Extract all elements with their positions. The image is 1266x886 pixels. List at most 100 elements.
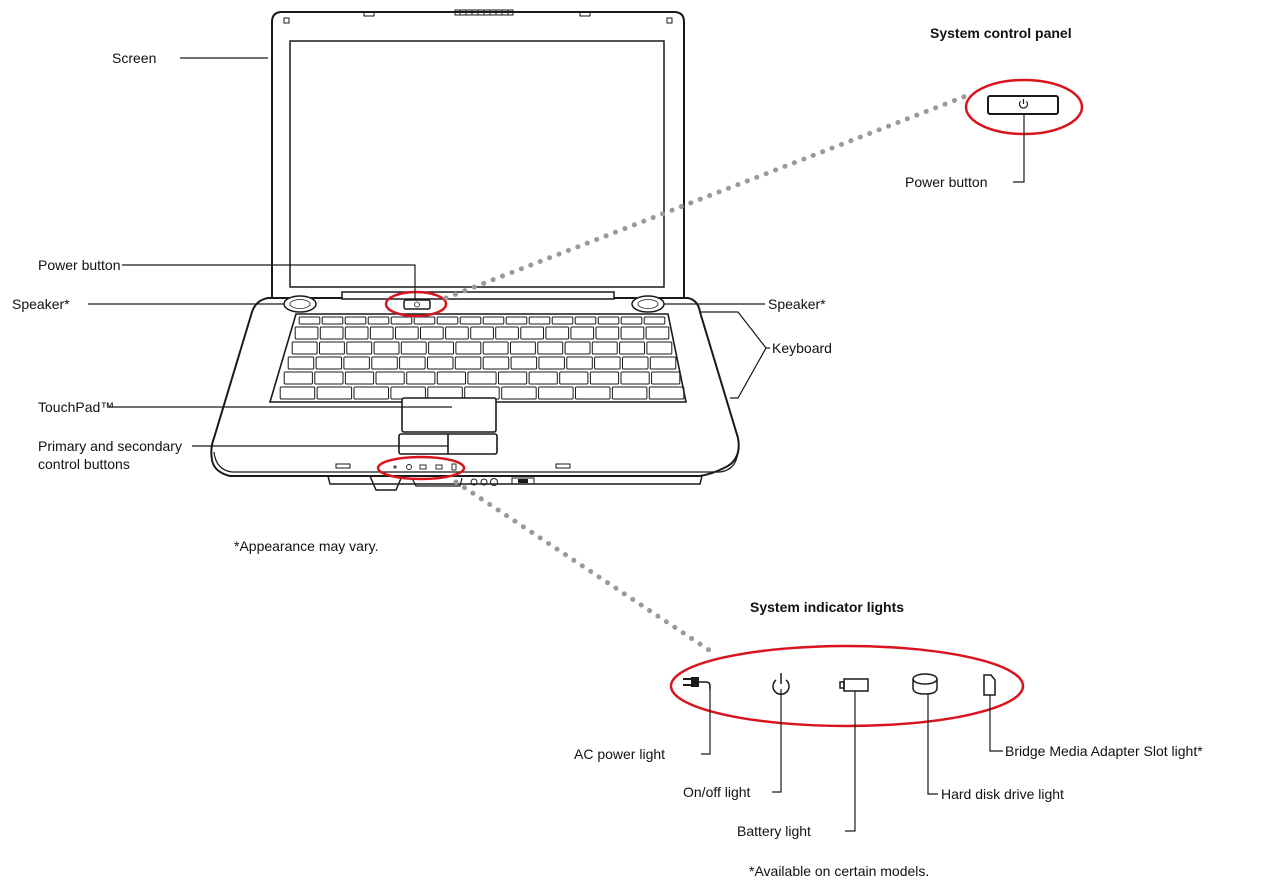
keyboard-key [528, 371, 558, 385]
keyboard-key [400, 341, 427, 355]
keyboard-key [420, 326, 444, 340]
keyboard-key [467, 371, 497, 385]
keyboard-key [643, 316, 666, 325]
hard-disk-light-label: Hard disk drive light [941, 786, 1064, 802]
speaker-right-label: Speaker* [768, 296, 826, 312]
keyboard-key [283, 371, 313, 385]
dotted-leaders [443, 93, 969, 655]
keyboard-key [611, 386, 648, 400]
keyboard-key [291, 341, 318, 355]
power-button-label: Power button [38, 257, 121, 273]
laptop-lid [271, 9, 685, 301]
keyboard-key [620, 316, 643, 325]
front-lights-highlight [376, 455, 466, 481]
keyboard-key [315, 356, 343, 370]
keyboard-key [649, 356, 677, 370]
highlight-ellipses [376, 78, 1084, 728]
keyboard-key [575, 386, 611, 400]
appearance-note: *Appearance may vary. [234, 538, 379, 554]
keyboard-key [574, 316, 597, 325]
screen-label: Screen [112, 50, 157, 66]
keyboard-key [413, 316, 436, 325]
power-button-highlight [384, 290, 448, 318]
keyboard-key [373, 341, 400, 355]
keyboard-key [498, 371, 528, 385]
keyboard-key [455, 341, 482, 355]
keyboard-key [564, 341, 591, 355]
keyboard-key [510, 341, 536, 355]
keyboard-key [470, 326, 494, 340]
keyboard-key [367, 316, 390, 325]
laptop-base [210, 291, 740, 491]
front-indicators [393, 463, 457, 471]
control-buttons-label-line1: Primary and secondary [38, 438, 182, 454]
keyboard-key [314, 371, 344, 385]
keyboard-key [406, 371, 436, 385]
on-off-light-label: On/off light [683, 784, 751, 800]
keyboard-key [343, 356, 370, 370]
keyboard-key [566, 356, 593, 370]
keyboard-key [559, 371, 589, 385]
keyboard-key [298, 316, 321, 325]
keyboard-key [445, 326, 469, 340]
control-buttons-label-line2: control buttons [38, 456, 130, 472]
keyboard-key [427, 356, 454, 370]
keyboard-key [321, 316, 344, 325]
keyboard-key [597, 316, 620, 325]
keyboard-key [538, 386, 574, 400]
keyboard-key [501, 386, 537, 400]
speaker-left-label: Speaker* [12, 296, 70, 312]
keyboard-key [520, 326, 544, 340]
keyboard-key [651, 371, 681, 385]
keyboard-key [454, 356, 482, 370]
keyboard-key [622, 356, 649, 370]
keyboard-key [371, 356, 398, 370]
available-note: *Available on certain models. [749, 863, 930, 879]
keyboard-key [648, 386, 685, 400]
keyboard-key [344, 316, 367, 325]
control-panel-title: System control panel [930, 25, 1072, 41]
keyboard-key [369, 326, 394, 340]
keyboard-key [395, 326, 419, 340]
keyboard-key [436, 316, 459, 325]
keyboard-key [375, 371, 405, 385]
keyboard-key [505, 316, 528, 325]
keyboard-key [399, 356, 426, 370]
leader-lines [88, 57, 1003, 832]
control-panel-power-label: Power button [905, 174, 988, 190]
control-panel-closeup [987, 95, 1059, 183]
keyboard-key [482, 316, 505, 325]
keyboard-key [287, 356, 315, 370]
keyboard-key [482, 341, 509, 355]
keyboard-key [428, 341, 455, 355]
keyboard-key [344, 371, 375, 385]
keyboard-key [537, 341, 564, 355]
indicator-lights-title: System indicator lights [750, 599, 905, 615]
keyboard-key [390, 316, 413, 325]
keyboard-key [482, 356, 510, 370]
keyboard-key [459, 316, 482, 325]
keyboard-key [545, 326, 570, 340]
battery-light-label: Battery light [737, 823, 811, 839]
keyboard-key [620, 371, 650, 385]
hard-disk-icon [912, 673, 938, 695]
keyboard-key [319, 341, 345, 355]
keyboard-key [595, 326, 620, 340]
ac-power-light-label: AC power light [574, 746, 666, 762]
keyboard-label: Keyboard [772, 340, 832, 356]
keyboard-key [645, 326, 670, 340]
keyboard-key [353, 386, 389, 400]
keyboard-key [570, 326, 595, 340]
keyboard-key [510, 356, 538, 370]
keyboard [268, 313, 687, 403]
touchpad-label: TouchPad™ [38, 399, 115, 415]
keyboard-key [589, 371, 620, 385]
indicator-icons [683, 673, 996, 696]
keyboard-key [436, 371, 466, 385]
keyboard-key [346, 341, 373, 355]
keyboard-key [279, 386, 316, 400]
keyboard-key [551, 316, 574, 325]
keyboard-key [528, 316, 551, 325]
keyboard-key [591, 341, 618, 355]
